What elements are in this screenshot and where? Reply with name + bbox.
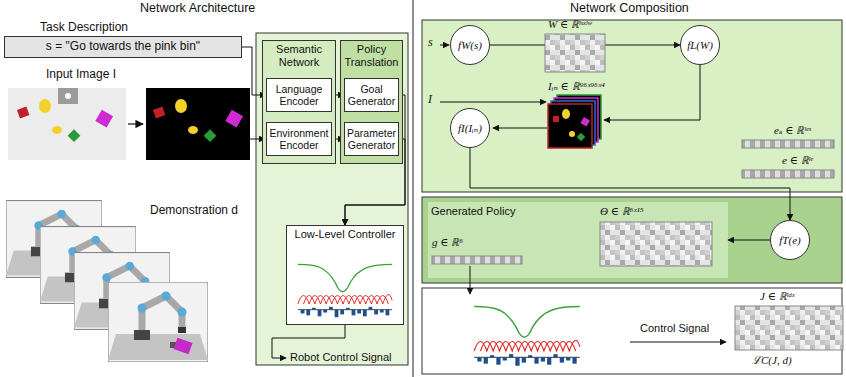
box-text: Language Encoder: [267, 82, 331, 108]
rect-shape: [600, 222, 712, 266]
encoder-box: Language Encoder: [266, 78, 332, 112]
ellipse-shape: [569, 131, 575, 137]
rect-shape: [17, 107, 29, 119]
rect-shape: [422, 288, 842, 374]
rect-shape: [204, 129, 217, 142]
line-shape: [440, 102, 546, 103]
rect-shape: [548, 104, 592, 148]
task-box: s = "Go towards the pink bin": [4, 36, 242, 58]
ellipse-shape: [52, 126, 62, 134]
box-heading: Policy Translation: [341, 41, 402, 69]
connector-arrow: [470, 148, 790, 220]
line-shape: [413, 0, 414, 377]
polyline-shape: [604, 65, 700, 120]
rect-shape: [742, 170, 834, 178]
box-heading: Generated Policy: [429, 203, 727, 219]
box-text: fT(e): [777, 233, 802, 248]
line-shape: [470, 266, 471, 294]
function-circle: fI(Iᵢₙ): [450, 108, 490, 148]
matrix-label: J ∈ ℝˡᵈˣ: [760, 290, 795, 303]
rect-shape: [428, 202, 728, 278]
controller-box: Low-Level Controller: [286, 225, 404, 325]
circle-shape: [65, 93, 71, 99]
vector-label: eₛ ∈ ℝˡᵉˢ: [774, 124, 811, 137]
rect-shape: [153, 107, 165, 119]
input-label: Input Image I: [46, 68, 116, 82]
use-shape: [108, 282, 208, 362]
encoder-box: Environment Encoder: [266, 122, 332, 156]
generator-box: Goal Generator: [344, 78, 399, 112]
line-shape: [128, 123, 143, 124]
ellipse-shape: [175, 99, 187, 113]
g-shape: [548, 95, 601, 148]
box-heading: Low-Level Controller: [287, 226, 403, 242]
rect-shape: [580, 117, 590, 127]
output-label: Robot Control Signal: [290, 351, 392, 364]
line-shape: [345, 325, 346, 338]
rect-shape: [422, 20, 842, 192]
rect-shape: [256, 33, 408, 365]
line-shape: [630, 342, 726, 343]
matrix-label: Θ ∈ ℝ⁶ˣ¹⁵: [600, 205, 644, 218]
box-text: fL(W): [685, 38, 715, 53]
rect-shape: [95, 110, 113, 128]
rect-shape: [173, 338, 192, 355]
rect-shape: [8, 88, 126, 160]
box-heading: Semantic Network: [263, 41, 335, 69]
rect-shape: [432, 256, 522, 264]
ellipse-shape: [562, 109, 570, 119]
rect-shape: [553, 116, 559, 122]
rect-shape: [68, 129, 81, 142]
box-text: Parameter Generator: [345, 126, 398, 152]
rect-shape: [286, 225, 404, 325]
input-symbol: I: [428, 93, 432, 107]
rect-shape: [742, 140, 834, 148]
signal-label: Control Signal: [640, 322, 709, 335]
box-text: fI(Iᵢₙ): [456, 121, 484, 136]
function-circle: fT(e): [770, 220, 810, 260]
function-circle: fL(W): [680, 25, 720, 65]
matrix-label: W ∈ ℝˡˢˣˡʷ: [548, 18, 592, 31]
function-circle: fW(s): [450, 25, 490, 65]
line-shape: [493, 128, 547, 129]
rect-shape: [422, 197, 842, 283]
panel-title: Network Composition: [570, 1, 689, 15]
loss-label: ℒC(J, d): [752, 354, 792, 367]
rect-shape: [545, 34, 605, 72]
generator-box: Parameter Generator: [344, 122, 399, 156]
line-shape: [440, 45, 449, 46]
vector-label: g ∈ ℝ⁶: [432, 236, 463, 249]
tensor-label: Iᵢₙ ∈ ℝ⁹⁶ˣ⁹⁶ˣ⁴: [548, 80, 605, 93]
module-box: Semantic NetworkLanguage EncoderEnvironm…: [262, 40, 336, 164]
vector-label: e ∈ ℝˡᵉ: [782, 154, 813, 167]
box-text: Goal Generator: [345, 82, 398, 108]
box-text: Environment Encoder: [267, 126, 331, 152]
ellipse-shape: [188, 126, 198, 134]
input-symbol: s: [428, 36, 433, 50]
box-text: fW(s): [456, 38, 484, 53]
policy-box: Generated Policy: [428, 202, 728, 278]
input-label: Task Description: [40, 21, 128, 35]
ellipse-shape: [39, 99, 51, 113]
use-shape: [474, 307, 580, 366]
panel-title: Network Architecture: [140, 1, 255, 15]
rect-shape: [225, 110, 243, 128]
rect-shape: [58, 88, 78, 104]
use-shape: [298, 264, 392, 317]
rect-shape: [577, 133, 585, 141]
rect-shape: [146, 88, 250, 160]
module-box: Policy TranslationGoal GeneratorParamete…: [340, 40, 403, 164]
input-label: Demonstration d: [150, 204, 238, 218]
box-text: s = "Go towards the pink bin": [44, 39, 202, 55]
connector-arrow: [728, 240, 770, 241]
rect-shape: [735, 306, 843, 350]
